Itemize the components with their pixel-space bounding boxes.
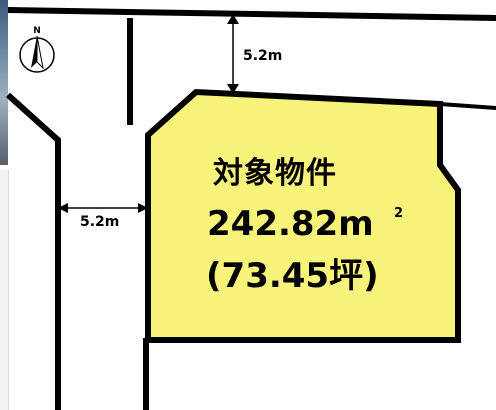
north-road-edge-line (7, 7, 496, 21)
left-edge-photo-fragment (0, 0, 8, 165)
lot-area-unit: m (338, 204, 374, 244)
east-neighbor-boundary-line (439, 102, 496, 110)
lot-area-unit-superscript: 2 (394, 206, 404, 221)
lot-area-tsubo: (73.45坪) (206, 256, 379, 296)
west-road-width-label: 5.2m (80, 214, 120, 230)
west-road-dimension (58, 203, 148, 213)
lot-area: 242.82m 2 (207, 204, 403, 244)
compass-north-letter: N (33, 26, 41, 36)
north-road-width-label: 5.2m (243, 48, 283, 64)
north-road-dimension (227, 14, 239, 94)
west-road-left-edge-line (5, 92, 61, 410)
lot-area-number: 242.82 (207, 204, 339, 244)
subject-lot-parcel (145, 88, 461, 343)
lot-title: 対象物件 (213, 156, 337, 191)
north-arrow-icon (19, 35, 55, 73)
left-edge-page-fragment (0, 170, 9, 410)
